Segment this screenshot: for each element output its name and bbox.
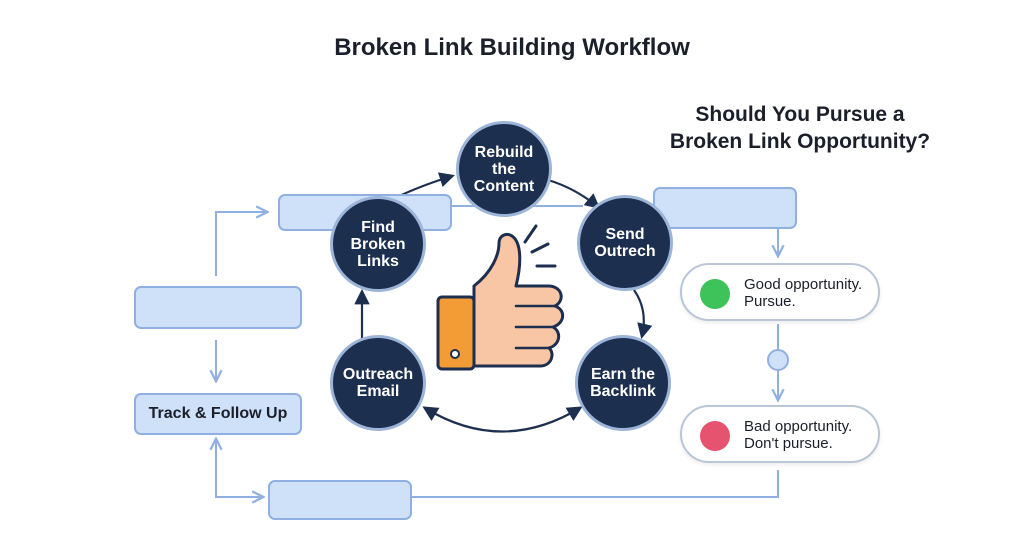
good-opportunity-line2: Pursue. xyxy=(744,293,796,310)
node-rebuild-line: the xyxy=(492,160,516,178)
node-find-line: Find xyxy=(361,218,395,236)
good-status-dot xyxy=(700,279,730,309)
bad-status-dot xyxy=(700,421,730,451)
node-rebuild-line: Rebuild xyxy=(474,143,534,161)
node-email-line: Email xyxy=(356,383,400,400)
node-earn-line: Backlink xyxy=(590,383,656,400)
good-opportunity-card[interactable]: Good opportunity. Pursue. xyxy=(680,263,880,321)
node-email-line: Outreach xyxy=(342,366,414,383)
track-follow-up-box[interactable]: Track & Follow Up xyxy=(134,393,302,435)
left-step-box xyxy=(134,286,302,329)
node-earn-label: Earn the Backlink xyxy=(586,366,660,400)
node-outreach-email[interactable]: Outreach Email xyxy=(330,335,426,431)
cycle-arrow-send-to-earn xyxy=(633,289,653,340)
connector-up-to-top-box xyxy=(215,212,266,276)
node-send-line: Outrech xyxy=(594,243,656,260)
node-rebuild-line: Content xyxy=(473,177,535,195)
thumbs-up-icon xyxy=(436,224,565,371)
bad-opportunity-line2: Don't pursue. xyxy=(744,435,833,452)
connector-bottom-loop xyxy=(216,440,262,497)
node-email-label: Outreach Email xyxy=(341,366,415,400)
good-opportunity-line1: Good opportunity. xyxy=(744,276,863,293)
bad-opportunity-text: Bad opportunity. Don't pursue. xyxy=(744,418,852,452)
page-title: Broken Link Building Workflow xyxy=(334,34,690,61)
node-earn-backlink[interactable]: Earn the Backlink xyxy=(575,335,671,431)
node-rebuild-label: Rebuild the Content xyxy=(467,144,541,195)
node-find-line: Broken xyxy=(350,235,406,253)
node-send-line: Send xyxy=(605,226,645,243)
node-find-line: Links xyxy=(357,252,399,270)
bad-opportunity-card[interactable]: Bad opportunity. Don't pursue. xyxy=(680,405,880,463)
node-find-broken-links[interactable]: Find Broken Links xyxy=(330,196,426,292)
connector-bottom-return xyxy=(412,470,779,498)
node-earn-line: Earn the xyxy=(590,366,655,383)
connector-node-mid xyxy=(767,349,789,371)
node-send-label: Send Outrech xyxy=(588,226,662,260)
track-follow-up-label: Track & Follow Up xyxy=(148,405,288,422)
bad-opportunity-line1: Bad opportunity. xyxy=(744,418,853,435)
decision-title-line1: Should You Pursue a xyxy=(695,103,905,126)
cycle-arrow-rebuild-to-send xyxy=(547,178,601,209)
node-find-label: Find Broken Links xyxy=(341,219,415,270)
decision-input-box xyxy=(653,187,797,229)
good-opportunity-text: Good opportunity. Pursue. xyxy=(744,276,862,310)
node-rebuild-content[interactable]: Rebuild the Content xyxy=(456,121,552,217)
decision-title: Should You Pursue a Broken Link Opportun… xyxy=(640,101,960,155)
node-send-outreach[interactable]: Send Outrech xyxy=(577,195,673,291)
bottom-step-box xyxy=(268,480,412,520)
decision-title-line2: Broken Link Opportunity? xyxy=(669,130,931,153)
cycle-arrow-earn-email xyxy=(422,406,583,433)
